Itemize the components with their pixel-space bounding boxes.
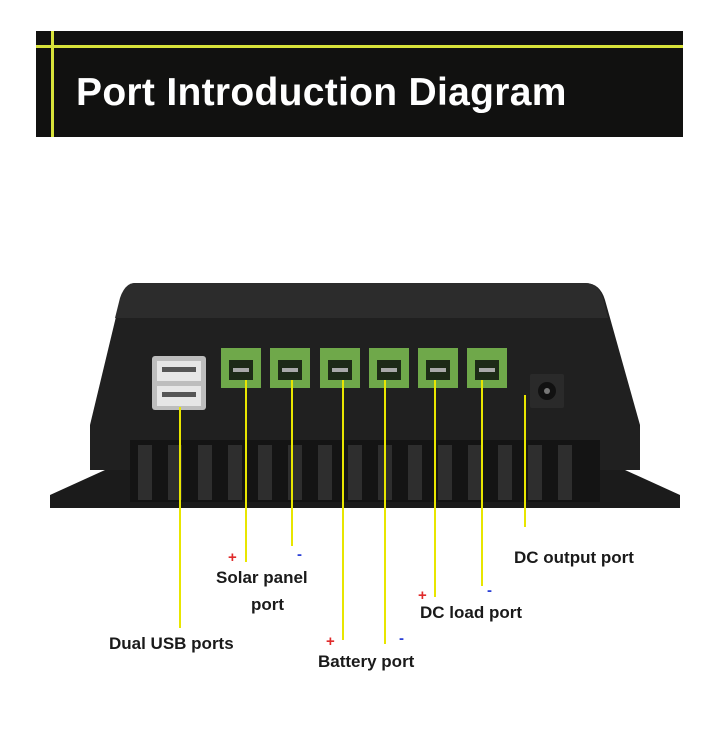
- dc-load-port-label: DC load port: [420, 603, 522, 622]
- terminal-solar-minus: [270, 348, 310, 388]
- dc-output-jack: [530, 374, 564, 408]
- controller-body: [90, 283, 640, 470]
- page-title: Port Introduction Diagram: [76, 71, 567, 114]
- terminal-blocks: [221, 348, 507, 388]
- heatsink-fins: [138, 445, 572, 500]
- terminal-battery-minus: [369, 348, 409, 388]
- terminal-load-minus: [467, 348, 507, 388]
- dc-output-port-label: DC output port: [514, 548, 634, 567]
- battery-plus-sign: +: [326, 633, 335, 650]
- solar-panel-label-line2: port: [251, 595, 285, 614]
- banner-accent-stripe: [36, 45, 683, 48]
- load-minus-sign: -: [487, 582, 492, 599]
- terminal-solar-plus: [221, 348, 261, 388]
- solar-plus-sign: +: [228, 549, 237, 566]
- controller-top-bevel: [115, 283, 608, 318]
- battery-port-label: Battery port: [318, 652, 415, 671]
- battery-minus-sign: -: [399, 630, 404, 647]
- load-plus-sign: +: [418, 587, 427, 604]
- solar-panel-label-line1: Solar panel: [216, 568, 308, 587]
- terminal-load-plus: [418, 348, 458, 388]
- leader-lines: [179, 380, 526, 644]
- title-banner: Port Introduction Diagram: [36, 31, 683, 137]
- solar-minus-sign: -: [297, 546, 302, 563]
- dual-usb-label: Dual USB ports: [109, 634, 234, 653]
- dual-usb-ports: [152, 356, 206, 410]
- terminal-battery-plus: [320, 348, 360, 388]
- banner-accent-stripe-vertical: [51, 31, 54, 137]
